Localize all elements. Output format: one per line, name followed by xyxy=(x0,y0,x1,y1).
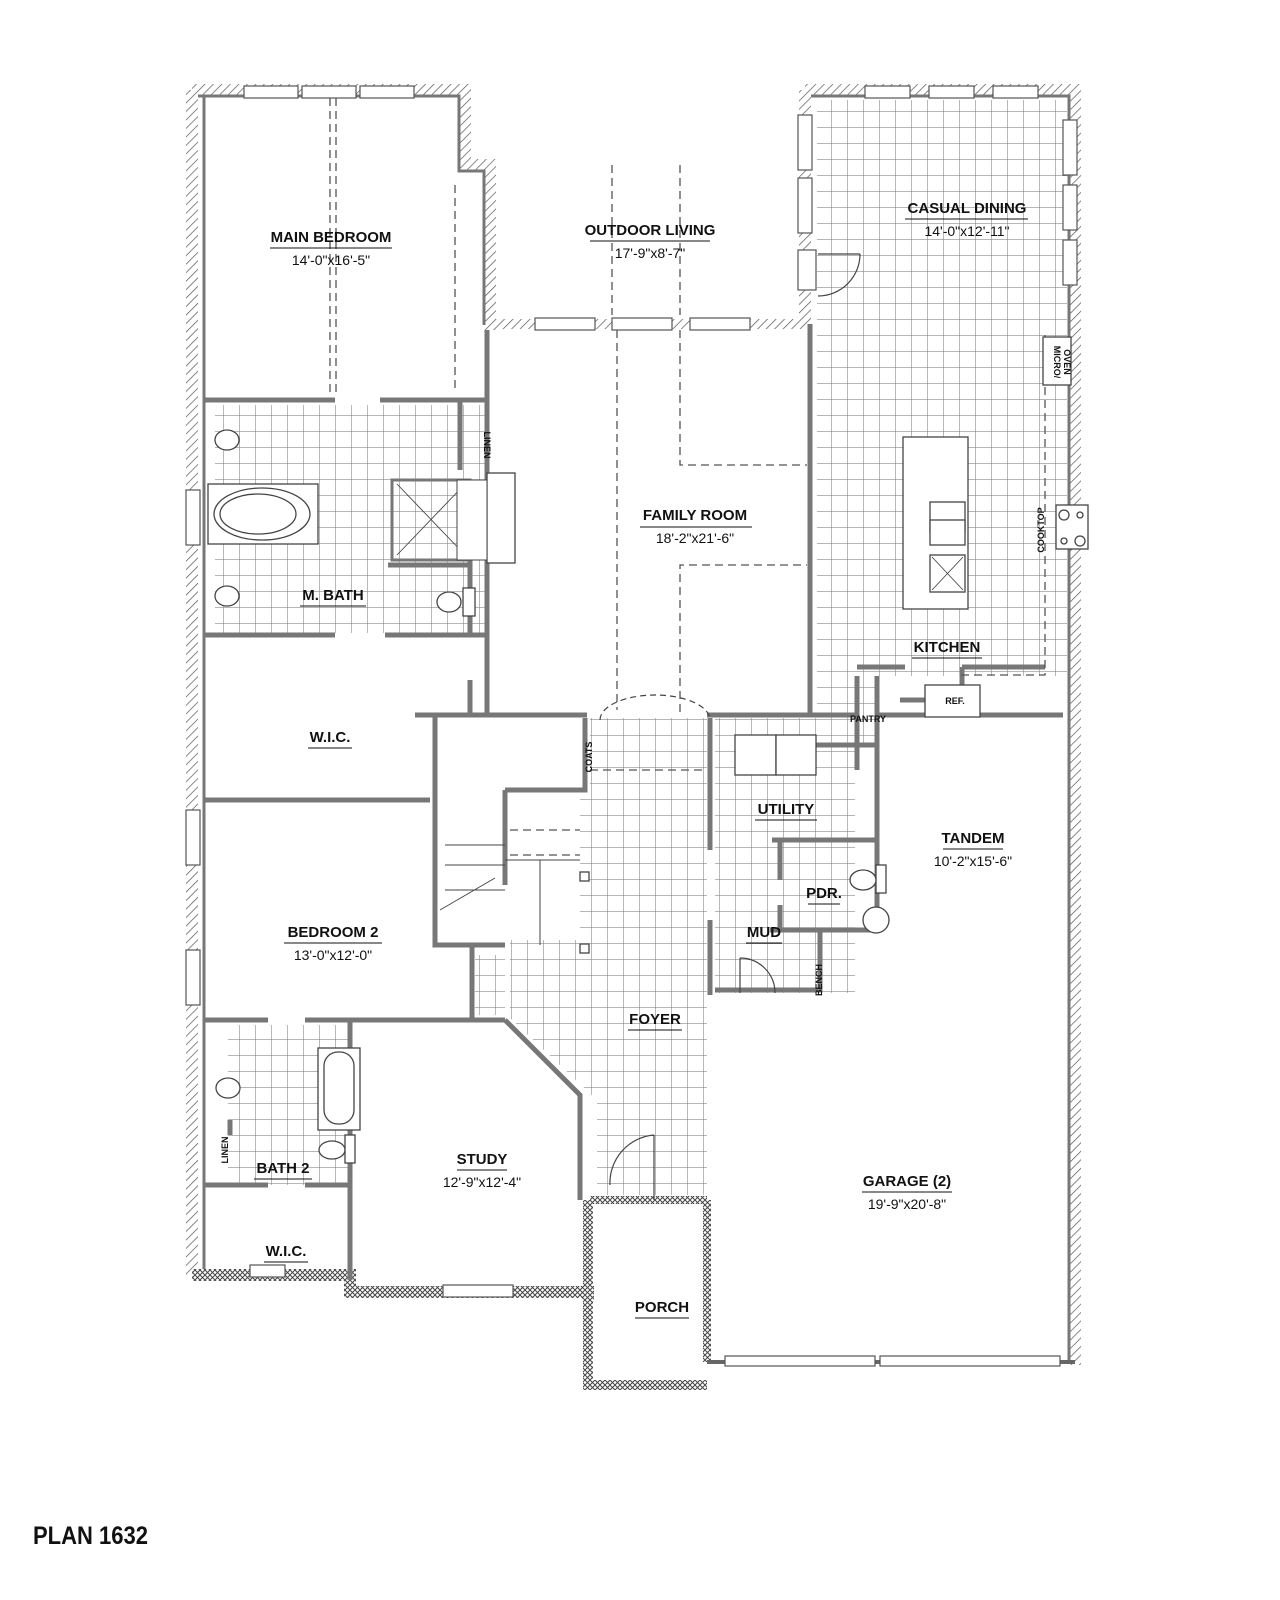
pdr-label: PDR. xyxy=(806,885,842,902)
tandem-label: TANDEM xyxy=(941,830,1004,847)
main-bedroom-label: MAIN BEDROOM xyxy=(271,229,392,246)
garage-dims: 19'-9"x20'-8" xyxy=(868,1196,946,1212)
interior-walls xyxy=(204,324,1063,1280)
foyer-label: FOYER xyxy=(629,1011,681,1028)
wic-main-label: W.I.C. xyxy=(310,729,351,746)
room-labels: MAIN BEDROOM 14'-0"x16'-5" OUTDOOR LIVIN… xyxy=(254,200,1028,1319)
tandem-dims: 10'-2"x15'-6" xyxy=(934,853,1012,869)
wic-2-label: W.I.C. xyxy=(266,1243,307,1260)
windows xyxy=(185,85,1078,1367)
family-room-label: FAMILY ROOM xyxy=(643,507,747,524)
bedroom-2-label: BEDROOM 2 xyxy=(288,924,379,941)
coats-label: COATS xyxy=(584,742,594,773)
bench-label: BENCH xyxy=(814,964,824,996)
bedroom-2-dims: 13'-0"x12'-0" xyxy=(294,947,372,963)
main-bedroom-dims: 14'-0"x16'-5" xyxy=(292,252,370,268)
garage-label: GARAGE (2) xyxy=(863,1173,951,1190)
fixtures xyxy=(207,336,1089,1164)
mud-label: MUD xyxy=(747,924,781,941)
casual-dining-label: CASUAL DINING xyxy=(908,200,1027,217)
kitchen-label: KITCHEN xyxy=(914,639,981,656)
ref-label: REF. xyxy=(945,696,965,706)
linen-main-label: LINEN xyxy=(482,432,492,459)
plan-title: PLAN 1632 xyxy=(33,1522,148,1550)
study-dims: 12'-9"x12'-4" xyxy=(443,1174,521,1190)
linen-bath2-label: LINEN xyxy=(220,1137,230,1164)
doors xyxy=(599,253,861,1200)
cooktop-label: COOKTOP xyxy=(1036,507,1046,552)
casual-dining-dims: 14'-0"x12'-11" xyxy=(924,223,1009,239)
micro-oven-label-1: MICRO/ xyxy=(1052,346,1062,379)
m-bath-label: M. BATH xyxy=(302,587,363,604)
study-label: STUDY xyxy=(457,1151,508,1168)
pantry-label: PANTRY xyxy=(850,714,886,724)
outdoor-living-dims: 17'-9"x8'-7" xyxy=(615,245,686,261)
utility-label: UTILITY xyxy=(758,801,815,818)
fixture-labels: LINEN MICRO/ OVEN COOKTOP REF. PANTRY CO… xyxy=(220,346,1072,1164)
family-room-dims: 18'-2"x21'-6" xyxy=(656,530,734,546)
micro-oven-label-2: OVEN xyxy=(1062,349,1072,375)
porch-label: PORCH xyxy=(635,1299,689,1316)
outdoor-living-label: OUTDOOR LIVING xyxy=(585,222,716,239)
bath-2-label: BATH 2 xyxy=(256,1160,309,1177)
